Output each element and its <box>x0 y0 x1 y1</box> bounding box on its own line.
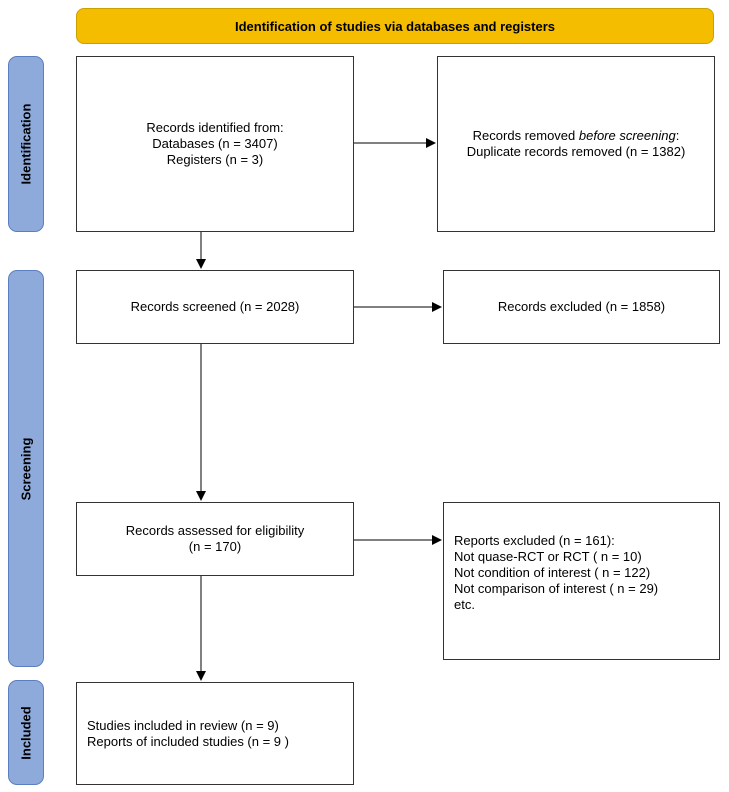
reports-excluded-line5: etc. <box>454 597 475 612</box>
records-identified-box: Records identified from: Databases (n = … <box>76 56 354 232</box>
records-identified-registers: Registers (n = 3) <box>166 152 264 167</box>
header-bar: Identification of studies via databases … <box>76 8 714 44</box>
reports-excluded-box: Reports excluded (n = 161): Not quase-RC… <box>443 502 720 660</box>
records-assessed-line1: Records assessed for eligibility <box>125 523 305 538</box>
records-identified-line1: Records identified from: <box>146 120 284 135</box>
records-removed-emphasis: before screening <box>578 128 676 143</box>
records-removed-duplicates: Duplicate records removed (n = 1382) <box>466 144 686 159</box>
header-title: Identification of studies via databases … <box>234 18 556 34</box>
studies-included-line2: Reports of included studies (n = 9 ) <box>87 733 289 749</box>
reports-excluded-line1: Reports excluded (n = 161): <box>454 533 615 548</box>
records-excluded-box: Records excluded (n = 1858) <box>443 270 720 344</box>
studies-included-box: Studies included in review (n = 9) Repor… <box>76 682 354 785</box>
records-removed-box: Records removed before screening: Duplic… <box>437 56 715 232</box>
records-assessed-box: Records assessed for eligibility (n = 17… <box>76 502 354 576</box>
records-excluded-text: Records excluded (n = 1858) <box>497 299 666 314</box>
reports-excluded-line4: Not comparison of interest ( n = 29) <box>454 581 659 596</box>
records-removed-line1: Records removed before screening: <box>473 128 680 144</box>
reports-excluded-line3: Not condition of interest ( n = 122) <box>454 565 651 580</box>
records-removed-prefix: Records removed <box>472 128 579 143</box>
phase-identification: Identification <box>8 56 44 232</box>
studies-included-line1: Studies included in review (n = 9) <box>87 717 279 733</box>
records-screened-box: Records screened (n = 2028) <box>76 270 354 344</box>
records-identified-databases: Databases (n = 3407) <box>152 136 278 151</box>
phase-screening: Screening <box>8 270 44 667</box>
records-removed-suffix: : <box>675 128 680 143</box>
records-assessed-line2: (n = 170) <box>188 539 242 554</box>
reports-excluded-line2: Not quase-RCT or RCT ( n = 10) <box>454 549 642 564</box>
phase-included: Included <box>8 680 44 785</box>
records-screened-text: Records screened (n = 2028) <box>130 299 300 314</box>
